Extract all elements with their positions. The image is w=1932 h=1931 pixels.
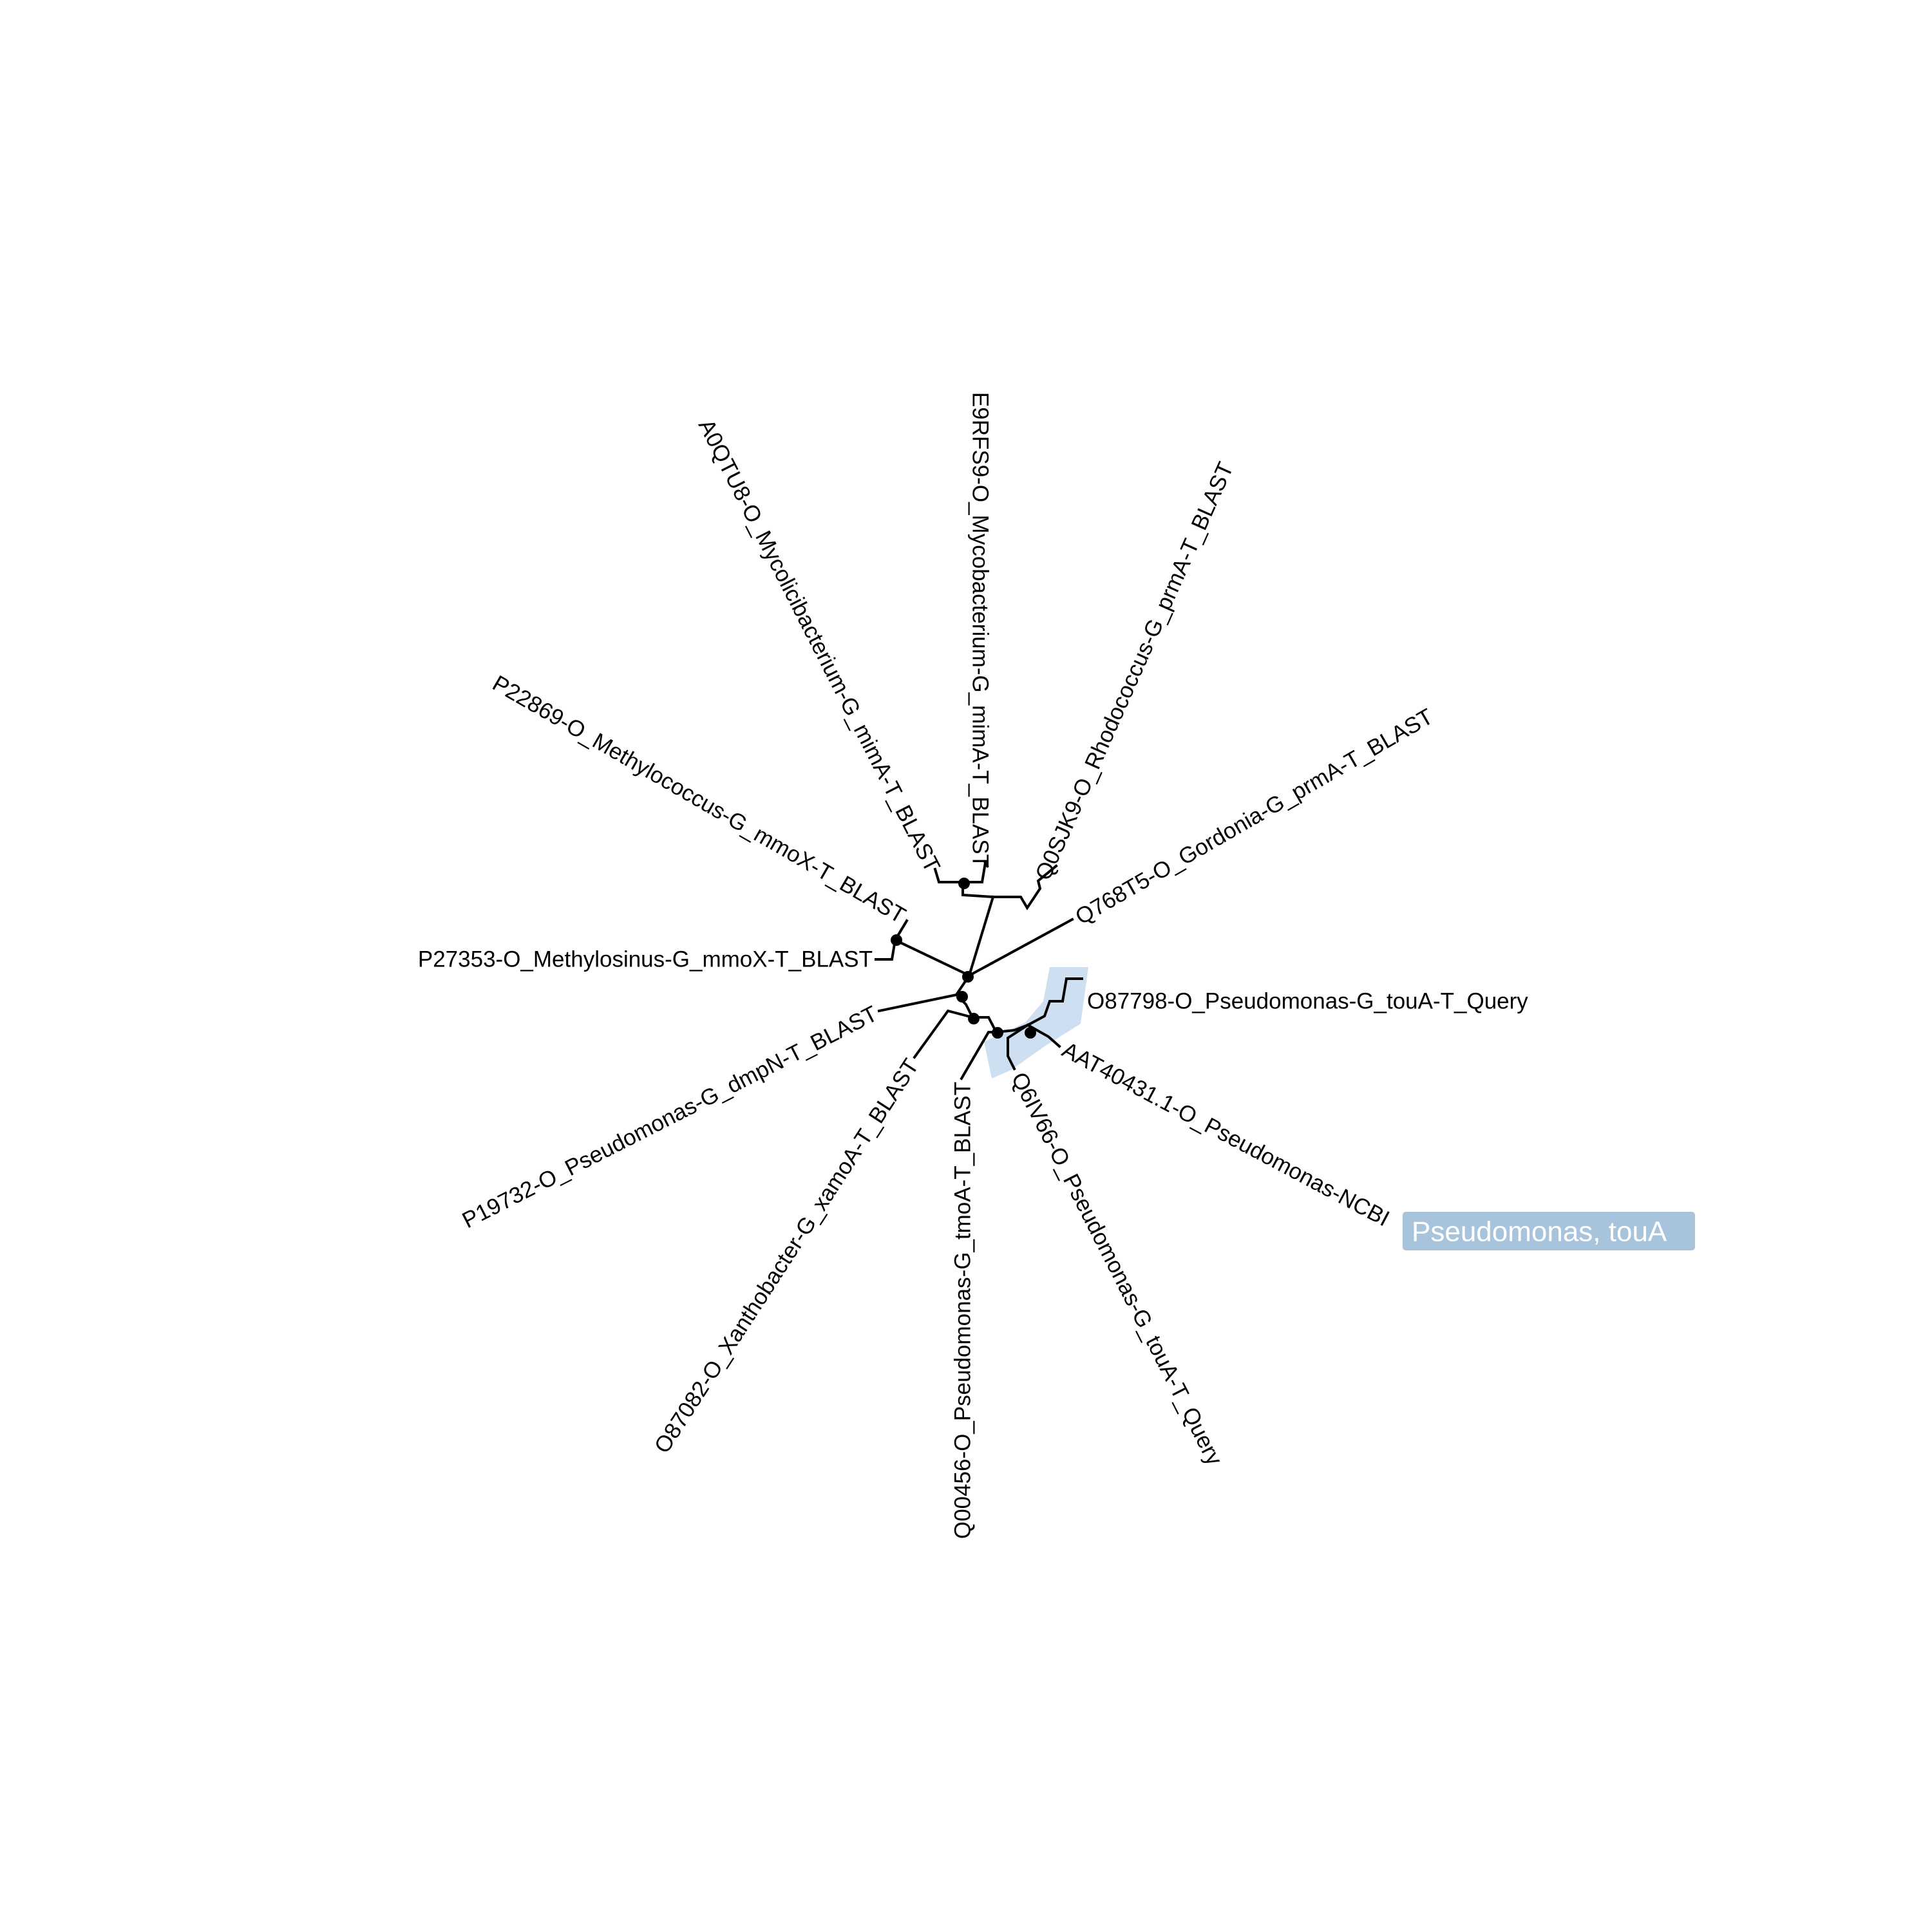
node-dot [968, 1013, 980, 1024]
node-dot [1025, 1027, 1036, 1039]
tip-label: E9RFS9-O_Mycobacterium-G_mimA-T_BLAST [968, 392, 993, 868]
tree-branches [875, 861, 1083, 1080]
clade-highlight [984, 967, 1088, 1079]
tip-label: Q00456-O_Pseudomonas-G_tmoA-T_BLAST [951, 1082, 976, 1539]
node-dot [962, 971, 974, 983]
clade-label: Pseudomonas, touA [1403, 1212, 1695, 1250]
tip-label: Q0SJK9-O_Rhodococcus-G_prmA-T_BLAST [1030, 458, 1238, 884]
node-dot [956, 991, 968, 1003]
node-dot [992, 1027, 1003, 1039]
node-dot [891, 934, 902, 946]
internal-nodes [891, 878, 1036, 1039]
tip-label: Q768T5-O_Gordonia-G_prmA-T_BLAST [1071, 704, 1437, 930]
clade-label-background [1403, 1212, 1695, 1250]
tip-label: O87798-O_Pseudomonas-G_touA-T_Query [1087, 989, 1528, 1014]
tip-label: P27353-O_Methylosinus-G_mmoX-T_BLAST [418, 947, 873, 972]
node-dot [958, 878, 970, 889]
clade-label-text: Pseudomonas, touA [1412, 1216, 1667, 1248]
tip-label: AAT40431.1-O_Pseudomonas-NCBI [1058, 1037, 1394, 1232]
